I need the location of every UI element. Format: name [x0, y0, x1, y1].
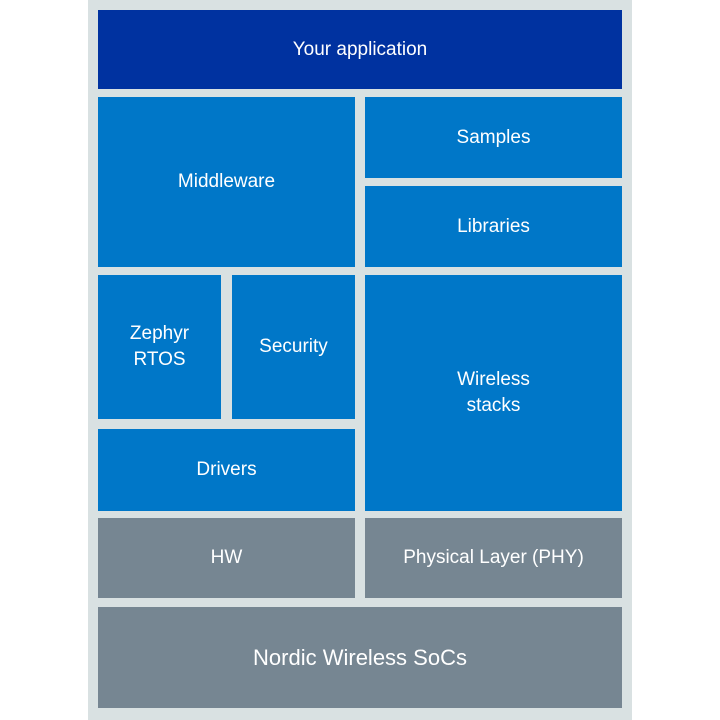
samples-label: Samples — [456, 126, 531, 148]
zephyr-rtos-label: Zephyr RTOS — [129, 323, 190, 370]
architecture-diagram-panel: Your application Middleware Samples Libr… — [88, 0, 632, 720]
block-nordic-wireless-socs: Nordic Wireless SoCs — [98, 607, 622, 708]
middleware-label: Middleware — [177, 171, 276, 193]
block-hw: HW — [98, 518, 355, 598]
nordic-wireless-socs-label: Nordic Wireless SoCs — [253, 644, 467, 670]
samples-libraries-column: Samples Libraries — [365, 97, 622, 267]
block-samples: Samples — [365, 97, 622, 178]
block-libraries: Libraries — [365, 186, 622, 267]
drivers-label: Drivers — [196, 459, 257, 481]
hardware-row: HW Physical Layer (PHY) — [98, 518, 622, 598]
block-your-application: Your application — [98, 10, 622, 89]
rtos-security-drivers-column: Zephyr RTOS Security Drivers — [98, 275, 355, 511]
block-physical-layer: Physical Layer (PHY) — [365, 518, 622, 598]
rtos-security-row: Zephyr RTOS Security — [98, 275, 355, 419]
hw-label: HW — [210, 547, 243, 569]
libraries-label: Libraries — [457, 215, 530, 237]
block-zephyr-rtos: Zephyr RTOS — [98, 275, 221, 419]
block-wireless-stacks: Wireless stacks — [365, 275, 622, 511]
your-application-label: Your application — [292, 38, 428, 60]
wireless-stacks-label: Wireless stacks — [457, 369, 530, 416]
block-middleware: Middleware — [98, 97, 355, 267]
security-label: Security — [259, 336, 328, 358]
block-security: Security — [232, 275, 355, 419]
os-row: Zephyr RTOS Security Drivers Wireless st… — [98, 275, 622, 511]
block-drivers: Drivers — [98, 429, 355, 511]
physical-layer-label: Physical Layer (PHY) — [403, 547, 584, 569]
middleware-row: Middleware Samples Libraries — [98, 97, 622, 267]
